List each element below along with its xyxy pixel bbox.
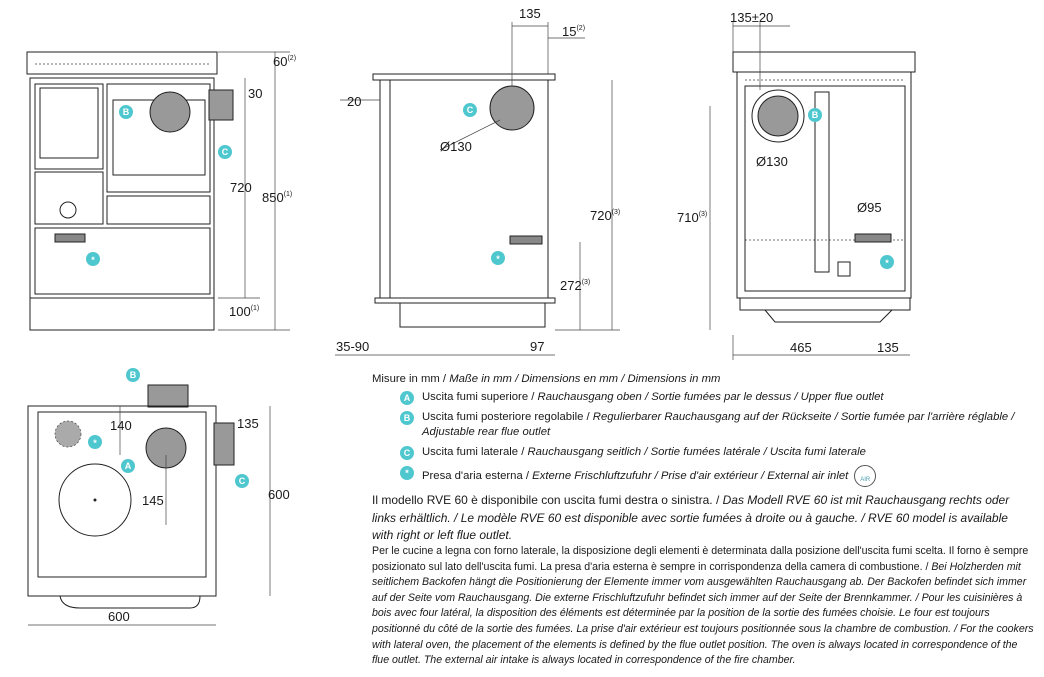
dim-front-height-850: 850 <box>262 190 284 205</box>
dim-side-height-720: 720 <box>590 208 612 223</box>
units-it: Misure in mm / <box>372 373 450 385</box>
dim-front-base-100: 100 <box>229 304 251 319</box>
badge-a-label: A <box>125 461 132 471</box>
svg-text:710(3): 710(3) <box>677 210 707 225</box>
svg-text:100(1): 100(1) <box>229 304 259 319</box>
badge-air <box>491 251 505 265</box>
badge-b <box>808 108 822 122</box>
dim-note: (2) <box>287 55 296 62</box>
svg-text:15(2): 15(2) <box>562 24 585 39</box>
placement-note: Per le cucine a legna con forno laterale… <box>372 544 1034 669</box>
dim-front-flue-offset: 30 <box>248 86 262 101</box>
badge-b-label: B <box>123 107 130 117</box>
legend-item-b: B Uscita fumi posteriore regolabile / Reg… <box>400 410 1040 440</box>
badge-air <box>88 435 102 449</box>
badge-air <box>880 255 894 269</box>
svg-text:720(3): 720(3) <box>590 208 620 223</box>
legend-item-c: C Uscita fumi laterale / Rauchausgang sei… <box>400 445 1040 460</box>
badge-c <box>463 103 477 117</box>
legend-text-rest: Externe Frischluftzufuhr / Prise d'air e… <box>532 469 849 482</box>
badge-air <box>86 252 100 266</box>
rear-view: 135±20 Ø130 Ø95 710(3) 465 135 B * <box>677 10 916 360</box>
legend-text-it: Uscita fumi superiore / <box>422 391 538 403</box>
dim-note: (3) <box>582 279 591 286</box>
legend-text-it: Uscita fumi laterale / <box>422 446 528 458</box>
dim-top-135: 135 <box>237 416 259 431</box>
badge-air: * <box>400 466 414 480</box>
legend-item-a: A Uscita fumi superiore / Rauchausgang ob… <box>400 390 1040 405</box>
dim-top-145: 145 <box>142 493 164 508</box>
dim-side-flue-15: 15 <box>562 24 576 39</box>
dim-note: (1) <box>251 305 260 312</box>
badge-air-label: * <box>885 258 889 268</box>
svg-text:272(3): 272(3) <box>560 278 590 293</box>
air-inlet-icon: AIR <box>854 465 877 487</box>
dim-note: (2) <box>576 25 585 32</box>
units-rest: Maße in mm / Dimensions en mm / Dimensio… <box>449 373 721 385</box>
dim-note: (1) <box>284 191 293 198</box>
badge-b-label: B <box>812 110 819 120</box>
model-availability-note: Il modello RVE 60 è disponibile con usci… <box>372 492 1032 545</box>
units-note: Misure in mm / Maße in mm / Dimensions e… <box>372 372 720 388</box>
dim-rear-width-135: 135 <box>877 340 899 355</box>
para1-it: Il modello RVE 60 è disponibile con usci… <box>372 493 723 507</box>
dim-side-height-272: 272 <box>560 278 582 293</box>
dim-side-flue-135: 135 <box>519 6 541 21</box>
badge-air-label: * <box>496 254 500 264</box>
badge-air-label: * <box>91 255 95 265</box>
dim-front-top-gap: 60 <box>273 54 287 69</box>
front-view: 60(2) 30 720 850(1) 100(1) B C * <box>26 51 296 331</box>
badge-air-label: * <box>93 438 97 448</box>
dim-rear-dia-130: Ø130 <box>756 154 788 169</box>
badge-b <box>126 368 140 382</box>
svg-text:60(2): 60(2) <box>273 54 296 69</box>
badge-c-label: C <box>467 105 474 115</box>
dim-side-depth-97: 97 <box>530 339 544 354</box>
dim-side-dia-130: Ø130 <box>440 139 472 154</box>
side-view: 135 15(2) 20 Ø130 720(3) 272(3) 35-90 97… <box>335 6 620 356</box>
para1-rest: Das Modell RVE 60 ist mit Rauchausgang r… <box>372 493 1010 542</box>
dim-note: (3) <box>612 209 621 216</box>
dim-top-140: 140 <box>110 418 132 433</box>
dim-rear-width-465: 465 <box>790 340 812 355</box>
dim-front-height-720: 720 <box>230 180 252 195</box>
legend-text-it: Presa d'aria esterna / <box>422 469 533 482</box>
badge-b <box>119 105 133 119</box>
para2-rest: Bei Holzherden mit seitlichem Backofen h… <box>372 560 1034 667</box>
svg-text:850(1): 850(1) <box>262 190 292 205</box>
dim-side-depth-35-90: 35-90 <box>336 339 369 354</box>
legend-text-it: Uscita fumi posteriore regolabile / <box>422 411 593 423</box>
legend: A Uscita fumi superiore / Rauchausgang ob… <box>400 390 1040 492</box>
dim-rear-height-710: 710 <box>677 210 699 225</box>
dim-rear-dia-95: Ø95 <box>857 200 882 215</box>
dim-note: (3) <box>699 211 708 218</box>
dim-top-depth-600: 600 <box>268 487 290 502</box>
badge-a <box>121 459 135 473</box>
badge-c <box>235 474 249 488</box>
dim-rear-offset: 135±20 <box>730 10 773 25</box>
legend-text-rest: Regulierbarer Rauchausgang auf der Rücks… <box>422 411 1015 438</box>
dim-side-left-20: 20 <box>347 94 361 109</box>
top-view: 140 135 145 600 600 B C A * <box>27 368 290 626</box>
badge-b: B <box>400 411 414 425</box>
legend-text-rest: Rauchausgang oben / Sortie fumées par le… <box>537 391 884 403</box>
badge-c <box>218 145 232 159</box>
legend-text-rest: Rauchausgang seitlich / Sortie fumées la… <box>527 446 866 458</box>
dim-top-width-600: 600 <box>108 609 130 624</box>
badge-a: A <box>400 391 414 405</box>
badge-c-label: C <box>222 147 229 157</box>
badge-c-label: C <box>239 476 246 486</box>
para2-it: Per le cucine a legna con forno laterale… <box>372 545 1029 573</box>
badge-c: C <box>400 446 414 460</box>
legend-item-air: * Presa d'aria esterna / Externe Frischlu… <box>400 465 1040 487</box>
badge-b-label: B <box>130 370 137 380</box>
